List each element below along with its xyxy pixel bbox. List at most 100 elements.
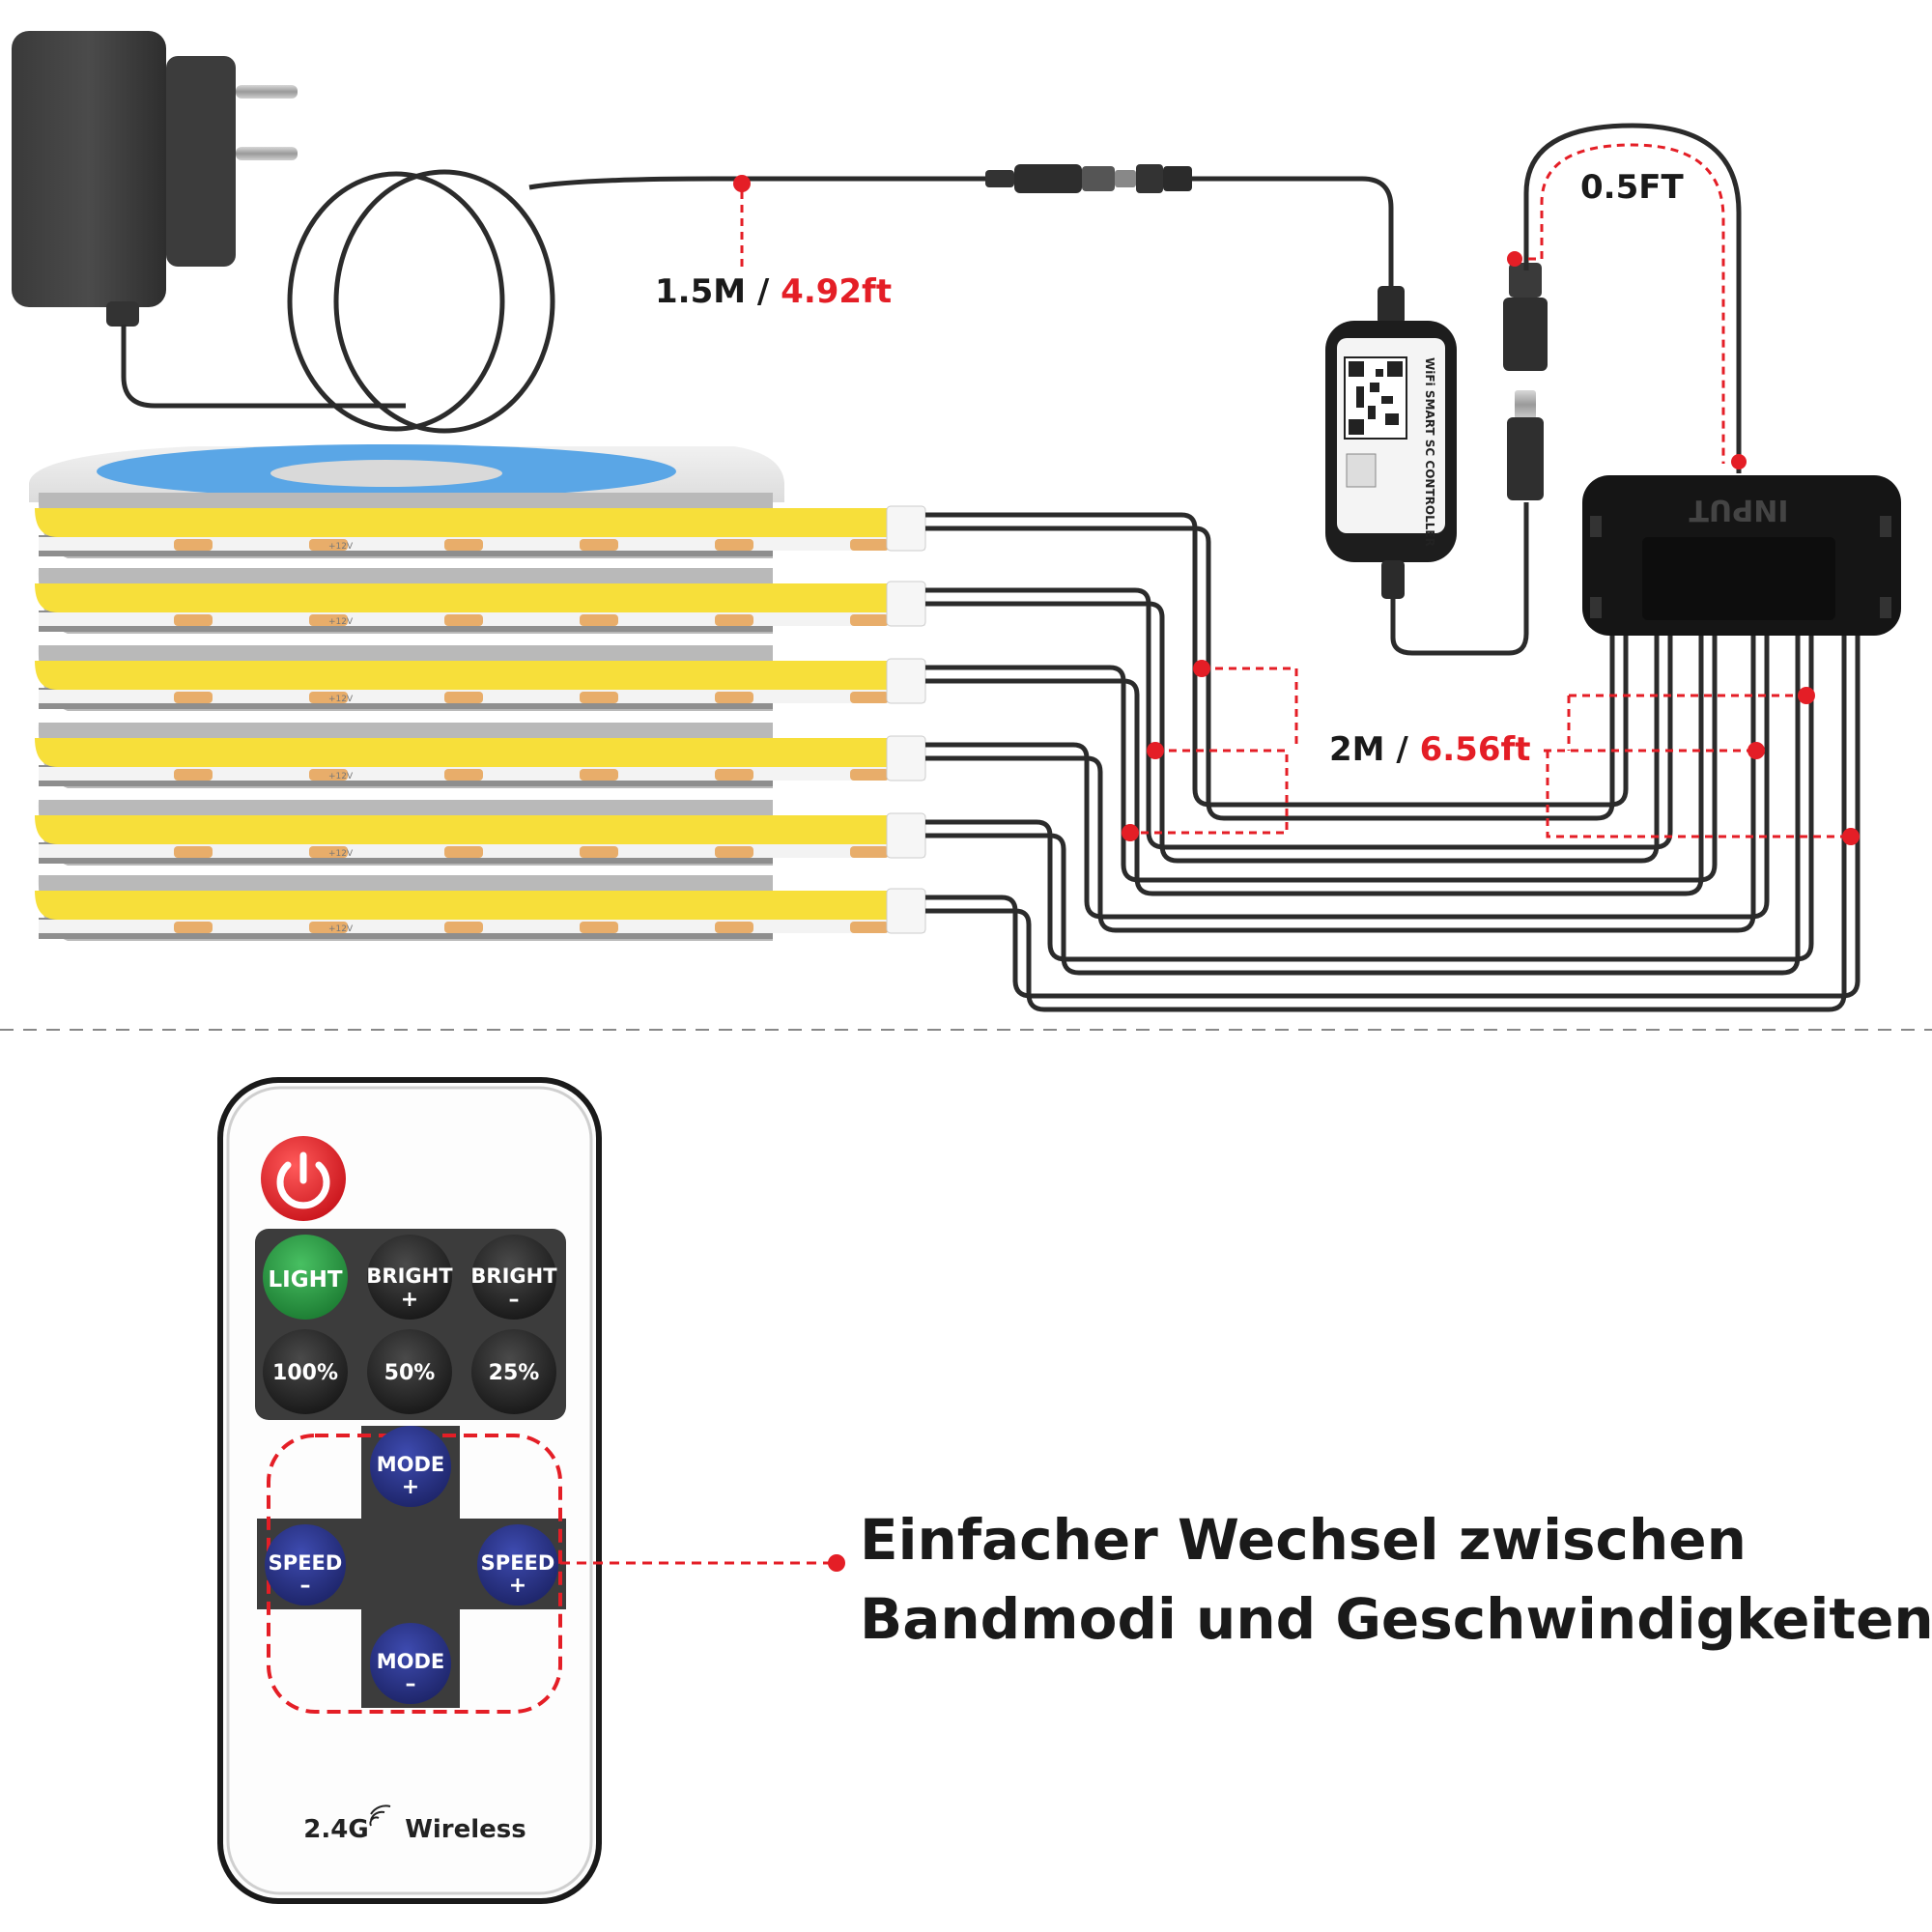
- led-pad: [444, 922, 483, 933]
- led-pad: [174, 692, 213, 703]
- bright-minus-button[interactable]: BRIGHT –: [470, 1235, 557, 1320]
- led-pad: [309, 846, 348, 858]
- led-strip: [35, 815, 925, 844]
- mode-minus-button[interactable]: MODE –: [370, 1623, 451, 1704]
- splitter-hub: INPUT: [1582, 475, 1901, 636]
- coiled-power-cable: [121, 169, 985, 434]
- led-pad: [309, 769, 348, 781]
- wifi-controller: WiFi SMART SC CONTROLLER: [1325, 286, 1457, 599]
- split-length-label: 2M / 6.56ft: [1329, 730, 1531, 769]
- led-pad: [850, 769, 889, 781]
- led-pad: [444, 614, 483, 626]
- strip-end-cap: [886, 735, 926, 781]
- callout-line: [560, 1554, 845, 1572]
- power-icon: [276, 1151, 330, 1209]
- strip-marking: +12V: [328, 772, 354, 781]
- jumper-cable: [1503, 123, 1742, 500]
- cable-controller-to-hub: [1390, 502, 1529, 656]
- led-pad: [715, 614, 753, 626]
- bright-plus-sign: +: [401, 1288, 418, 1312]
- output-wire: [925, 636, 1861, 999]
- mode-plus-button[interactable]: MODE +: [370, 1426, 451, 1507]
- led-pad: [444, 846, 483, 858]
- led-strip: [35, 508, 925, 537]
- bright-plus-button[interactable]: BRIGHT +: [366, 1235, 453, 1320]
- output-wire: [925, 512, 1629, 808]
- led-pad: [715, 769, 753, 781]
- output-wire: [925, 636, 1801, 976]
- led-pad: [174, 614, 213, 626]
- led-pad: [174, 846, 213, 858]
- led-pad: [715, 922, 753, 933]
- output-wire: [925, 601, 1660, 864]
- remote-footer-wireless: Wireless: [405, 1815, 526, 1844]
- output-wire: [925, 636, 1814, 962]
- power-button[interactable]: [261, 1136, 346, 1221]
- brightness-50-button[interactable]: 50%: [367, 1329, 452, 1414]
- reel-hub: [270, 460, 502, 487]
- dc-connector-pair: [985, 164, 1192, 193]
- led-pad: [444, 769, 483, 781]
- led-strip: [35, 738, 925, 767]
- strip-marking: +12V: [328, 617, 354, 627]
- led-pad: [309, 922, 348, 933]
- output-wire: [925, 636, 1718, 883]
- led-pad: [444, 539, 483, 551]
- led-pad: [174, 539, 213, 551]
- led-pad: [580, 846, 618, 858]
- controller-label: WiFi SMART SC CONTROLLER: [1423, 357, 1436, 547]
- mode-plus-label: MODE: [377, 1453, 445, 1476]
- led-strip: [35, 891, 925, 920]
- light-button[interactable]: LIGHT: [263, 1235, 348, 1320]
- strip-marking: +12V: [328, 695, 354, 704]
- mode-minus-sign: –: [406, 1672, 416, 1696]
- led-pad: [715, 692, 753, 703]
- mode-plus-sign: +: [402, 1475, 419, 1499]
- dpad-panel: [257, 1426, 566, 1708]
- led-pad: [850, 614, 889, 626]
- p50-label: 50%: [384, 1361, 436, 1385]
- split-length-feet: 6.56ft: [1419, 730, 1531, 769]
- led-pad: [309, 692, 348, 703]
- output-wire: [925, 636, 1847, 1012]
- brightness-25-button[interactable]: 25%: [471, 1329, 556, 1414]
- led-pad: [850, 922, 889, 933]
- qr-code-icon: [1344, 356, 1407, 440]
- remote-footer-freq: 2.4G: [303, 1815, 368, 1844]
- led-pad: [715, 539, 753, 551]
- cable-length-top: 1.5M / 4.92ft: [655, 272, 892, 311]
- cable-length-top-feet: 4.92ft: [781, 272, 893, 311]
- speed-minus-button[interactable]: SPEED –: [265, 1524, 346, 1605]
- output-wires: [925, 512, 1861, 1012]
- strip-marking: +12V: [328, 849, 354, 859]
- led-pad: [444, 692, 483, 703]
- led-pad: [174, 922, 213, 933]
- led-pad: [580, 769, 618, 781]
- led-pad: [715, 846, 753, 858]
- output-wire: [925, 636, 1756, 933]
- bright-plus-label: BRIGHT: [366, 1264, 453, 1288]
- speed-plus-sign: +: [509, 1574, 526, 1598]
- dimension-marker-1-5m: [733, 175, 751, 269]
- strip-marking: +12V: [328, 542, 354, 552]
- plug-pin-top: [236, 85, 298, 99]
- output-wire: [925, 526, 1615, 821]
- brightness-100-button[interactable]: 100%: [263, 1329, 348, 1414]
- highlight-dashed-box: [267, 1434, 562, 1714]
- led-pad: [309, 614, 348, 626]
- plug-pin-bottom: [236, 147, 298, 160]
- jumper-length-label: 0.5FT: [1580, 168, 1684, 207]
- led-pad: [309, 539, 348, 551]
- strip-end-cap: [886, 812, 926, 859]
- mode-minus-label: MODE: [377, 1650, 445, 1673]
- hub-input-label: INPUT: [1689, 493, 1789, 526]
- strip-end-cap: [886, 888, 926, 934]
- led-pad: [174, 769, 213, 781]
- split-length-metric: 2M /: [1329, 730, 1420, 769]
- led-strip: [35, 661, 925, 690]
- speed-plus-button[interactable]: SPEED +: [477, 1524, 558, 1605]
- led-pad: [850, 539, 889, 551]
- strip-end-cap: [886, 505, 926, 552]
- dimension-marker-0-5ft: [1528, 143, 1725, 464]
- wireless-icon: [369, 1804, 391, 1827]
